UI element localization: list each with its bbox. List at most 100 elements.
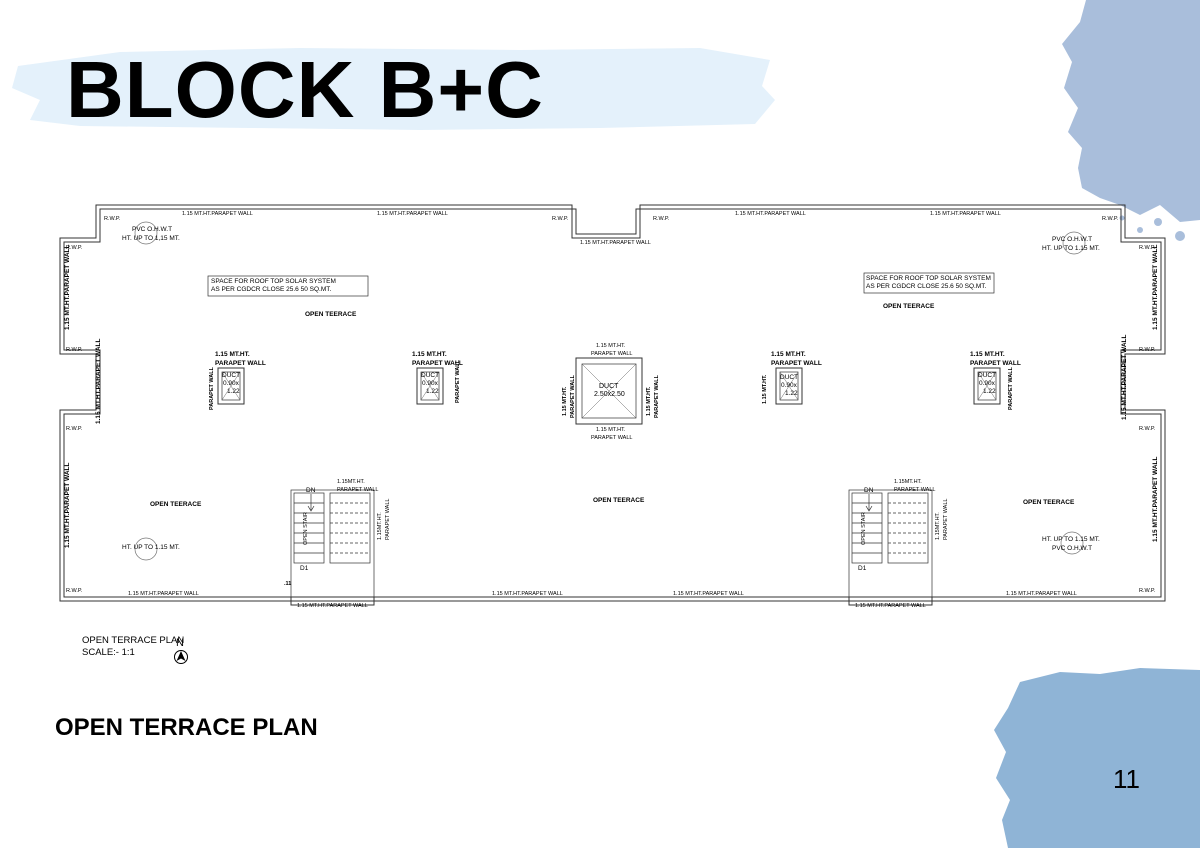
parapet-wall-vertical-label: 1.15 MT.HT.PARAPET WALL: [1152, 244, 1159, 330]
door-label: D1: [858, 565, 867, 572]
tank-height: HT. UP TO 1.15 MT.: [1042, 245, 1100, 252]
parapet-wall-vertical-label: PARAPET WALL: [455, 359, 461, 403]
rwp-label: R.W.P.: [1139, 588, 1156, 594]
plan-name: OPEN TERRACE PLAN: [82, 635, 185, 646]
plan-scale: SCALE:- 1:1: [82, 647, 135, 658]
parapet-height-label: PARAPET WALL: [337, 487, 378, 493]
parapet-wall-vertical-label: 1.15 MT.HT.PARAPET WALL: [95, 338, 102, 424]
parapet-height-vertical: 1.15 MT.HT.: [562, 386, 568, 416]
tank-height: HT. UP TO 1,15 MT.: [122, 235, 180, 242]
parapet-height-label: PARAPET WALL: [591, 351, 632, 357]
parapet-height-vertical: 1.15 MT.HT.: [762, 374, 768, 404]
rwp-label: R.W.P.: [552, 216, 569, 222]
parapet-wall-label: 1.15 MT.HT.PARAPET WALL: [580, 240, 651, 246]
solar-label-line2: AS PER CGDCR CLOSE 25.6 50 SQ.MT.: [866, 283, 986, 290]
page-number: 11: [1113, 764, 1140, 794]
tank-label: PVC O.H.W.T: [132, 226, 172, 233]
duct-label: DUCT: [780, 374, 798, 381]
duct-size: 0.90x: [422, 380, 439, 387]
rwp-label: R.W.P.: [1102, 216, 1119, 222]
rwp-label: R.W.P.: [66, 426, 83, 432]
open-terrace-label: OPEN TEERACE: [305, 311, 357, 318]
parapet-wall-label: 1.15 MT.HT.PARAPET WALL: [128, 591, 199, 597]
parapet-height-label: 1.15 MT.HT.: [215, 351, 250, 358]
duct-size: 0.90x: [979, 380, 996, 387]
duct-label: DUCT: [599, 383, 619, 390]
duct-label: DUCT: [978, 372, 996, 379]
stair-label: OPEN STAIR: [861, 512, 867, 545]
stair-label: OPEN STAIR: [303, 512, 309, 545]
north-label: N: [176, 637, 184, 649]
parapet-wall-label: 1.15 MT.HT.PARAPET WALL: [377, 211, 448, 217]
tank-height: HT. UP TO 1.15 MT.: [122, 544, 180, 551]
parapet-wall-vertical-label: 1.15 MT.HT.PARAPET WALL: [1121, 334, 1128, 420]
stair-projections: [290, 597, 933, 606]
rwp-label: R.W.P.: [66, 588, 83, 594]
parapet-height-vertical: 1.15MT.HT.: [935, 512, 941, 540]
staircase: [848, 489, 933, 598]
title-brush-stroke: [12, 48, 775, 130]
parapet-height-label: 1.15MT.HT.: [894, 479, 922, 485]
open-terrace-label: OPEN TEERACE: [593, 497, 645, 504]
solar-area: [207, 275, 369, 297]
open-terrace-label: OPEN TEERACE: [883, 303, 935, 310]
parapet-wall-label: 1.15 MT.HT.PARAPET WALL: [855, 603, 926, 609]
rwp-label: R.W.P.: [104, 216, 121, 222]
duct-size: 0.90x: [223, 380, 240, 387]
north-arrow-icon: N: [174, 637, 188, 664]
section-subtitle: OPEN TERRACE PLAN: [55, 714, 318, 741]
parapet-height-label: PARAPET WALL: [412, 360, 463, 367]
page-title: BLOCK B+C: [66, 45, 544, 134]
parapet-wall-vertical-label: 1.15 MT.HT.PARAPET WALL: [64, 244, 71, 330]
parapet-wall-vertical-label: PARAPET WALL: [1008, 366, 1014, 410]
parapet-height-label: PARAPET WALL: [771, 360, 822, 367]
tank-label: PVC O.H.W.T: [1052, 545, 1092, 552]
parapet-height-label: 1.15 MT.HT.: [596, 343, 626, 349]
duct-label: DUCT: [222, 372, 240, 379]
parapet-wall-label: 1.15 MT.HT.PARAPET WALL: [930, 211, 1001, 217]
parapet-wall-vertical-label: PARAPET WALL: [943, 499, 949, 540]
staircase: [290, 489, 375, 598]
door-label: D1: [300, 565, 309, 572]
parapet-wall-label: 1.15 MT.HT.PARAPET WALL: [1006, 591, 1077, 597]
parapet-height-label: PARAPET WALL: [970, 360, 1021, 367]
water-tank-icon: [134, 221, 158, 245]
parapet-height-label: 1.15 MT.HT.: [771, 351, 806, 358]
parapet-height-label: PARAPET WALL: [591, 435, 632, 441]
parapet-wall-vertical-label: PARAPET WALL: [209, 366, 215, 410]
tank-height: HT. UP TO 1.15 MT.: [1042, 536, 1100, 543]
solar-label-line1: SPACE FOR ROOF TOP SOLAR SYSTEM: [866, 275, 991, 282]
parapet-wall-label: 1.15 MT.HT.PARAPET WALL: [673, 591, 744, 597]
decorative-blob-bottom: [994, 668, 1200, 848]
duct-small: [973, 367, 1001, 405]
door-mark: .11: [284, 581, 291, 587]
parapet-height-label: 1.15 MT.HT.: [970, 351, 1005, 358]
parapet-height-vertical: 1.15 MT.HT.: [646, 386, 652, 416]
rwp-label: R.W.P.: [653, 216, 670, 222]
parapet-wall-vertical-label: PARAPET WALL: [385, 499, 391, 540]
duct-size: 0.90x: [781, 382, 798, 389]
duct-size: 2.50x2.50: [594, 391, 625, 398]
solar-label-line2: AS PER CGDCR CLOSE 25.6 50 SQ.MT.: [211, 286, 331, 293]
parapet-height-label: 1.15MT.HT.: [337, 479, 365, 485]
duct-size: 1.22: [983, 388, 996, 395]
duct-small: [416, 367, 444, 405]
parapet-height-vertical: 1.15MT.HT.: [377, 512, 383, 540]
duct-label: DUCT: [421, 372, 439, 379]
parapet-wall-vertical-label: PARAPET WALL: [570, 374, 576, 418]
parapet-wall-label: 1.15 MT.HT.PARAPET WALL: [735, 211, 806, 217]
parapet-height-label: 1.15 MT.HT.: [412, 351, 447, 358]
duct-size: 1.22: [227, 388, 240, 395]
water-tank-icon: [1062, 231, 1086, 255]
solar-label-line1: SPACE FOR ROOF TOP SOLAR SYSTEM: [211, 278, 336, 285]
rwp-label: R.W.P.: [1139, 245, 1156, 251]
outer-walls: [59, 204, 1166, 602]
parapet-height-label: PARAPET WALL: [894, 487, 935, 493]
parapet-wall-label: 1.15 MT.HT.PARAPET WALL: [182, 211, 253, 217]
tank-label: PVC O.H.W.T: [1052, 236, 1092, 243]
rwp-label: R.W.P.: [1139, 347, 1156, 353]
duct-size: 1.22: [785, 390, 798, 397]
parapet-wall-vertical-label: 1.15 MT.HT.PARAPET WALL: [64, 462, 71, 548]
parapet-wall-vertical-label: PARAPET WALL: [654, 374, 660, 418]
